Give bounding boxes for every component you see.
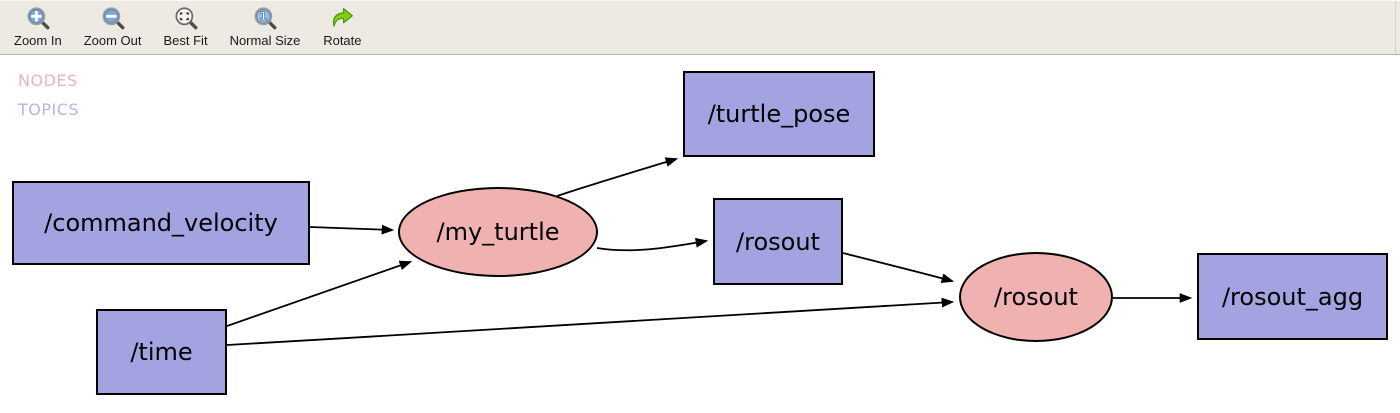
best-fit-button[interactable]: Best Fit [157,4,213,50]
zoom-out-button[interactable]: Zoom Out [78,4,148,50]
node-rosout-label: /rosout [994,283,1078,311]
topic-rosout[interactable]: /rosout [713,198,843,285]
topic-turtle-pose-label: /turtle_pose [707,100,851,128]
zoom-in-label: Zoom In [14,33,62,48]
node-rosout[interactable]: /rosout [959,252,1113,342]
topic-time[interactable]: /time [96,309,227,395]
zoom-out-icon [100,6,126,32]
topic-rosout-label: /rosout [736,227,820,256]
rotate-button[interactable]: Rotate [316,4,368,50]
legend-topics-label: TOPICS [18,100,80,119]
topic-command-velocity-label: /command_velocity [44,209,278,237]
rotate-label: Rotate [323,33,362,48]
edge-rosout-topic-to-rosout-node [842,252,955,284]
topic-rosout-agg-label: /rosout_agg [1221,282,1364,311]
normal-size-button[interactable]: 1 Normal Size [224,4,307,50]
zoom-in-icon [25,6,51,32]
best-fit-icon [173,6,199,32]
topic-time-label: /time [130,338,193,366]
edge-my-turtle-to-turtle-pose [556,157,679,197]
zoom-out-label: Zoom Out [83,33,142,48]
edge-time-to-rosout-node [226,297,955,346]
topic-rosout-agg[interactable]: /rosout_agg [1197,253,1388,340]
normal-size-label: Normal Size [229,33,301,48]
svg-text:1: 1 [259,9,267,23]
edge-command-velocity-to-my-turtle [309,224,395,235]
best-fit-label: Best Fit [163,33,208,48]
edge-time-to-my-turtle [226,260,413,327]
normal-size-icon: 1 [252,6,278,32]
toolbar: Zoom In Zoom Out Best Fit [0,0,1400,55]
node-my-turtle-label: /my_turtle [436,218,560,246]
zoom-in-button[interactable]: Zoom In [8,4,68,50]
legend-nodes-label: NODES [18,71,78,90]
topic-command-velocity[interactable]: /command_velocity [12,181,310,265]
rotate-icon [329,6,355,32]
edge-my-turtle-to-rosout-topic [596,237,709,252]
topic-turtle-pose[interactable]: /turtle_pose [683,71,875,157]
graph-canvas[interactable]: NODES TOPICS /command_velocity /time /tu… [0,55,1400,412]
node-my-turtle[interactable]: /my_turtle [398,187,598,277]
